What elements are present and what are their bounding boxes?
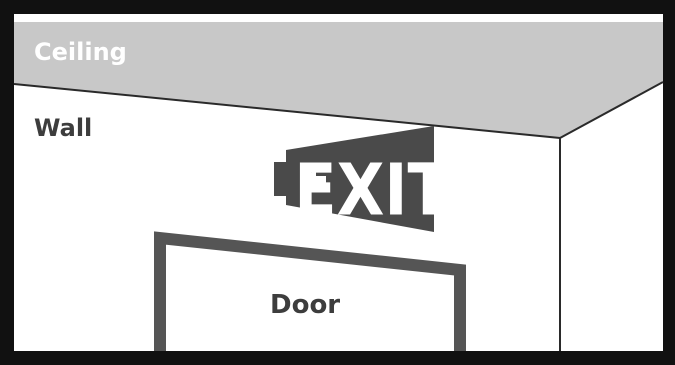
ceiling-label: Ceiling (34, 38, 127, 66)
wall-label: Wall (34, 114, 92, 142)
door-label: Door (270, 290, 340, 320)
exit-sign-text: EXIT (294, 148, 450, 231)
exit-sign-mount (274, 162, 288, 196)
exit-sign: EXIT (274, 126, 450, 232)
